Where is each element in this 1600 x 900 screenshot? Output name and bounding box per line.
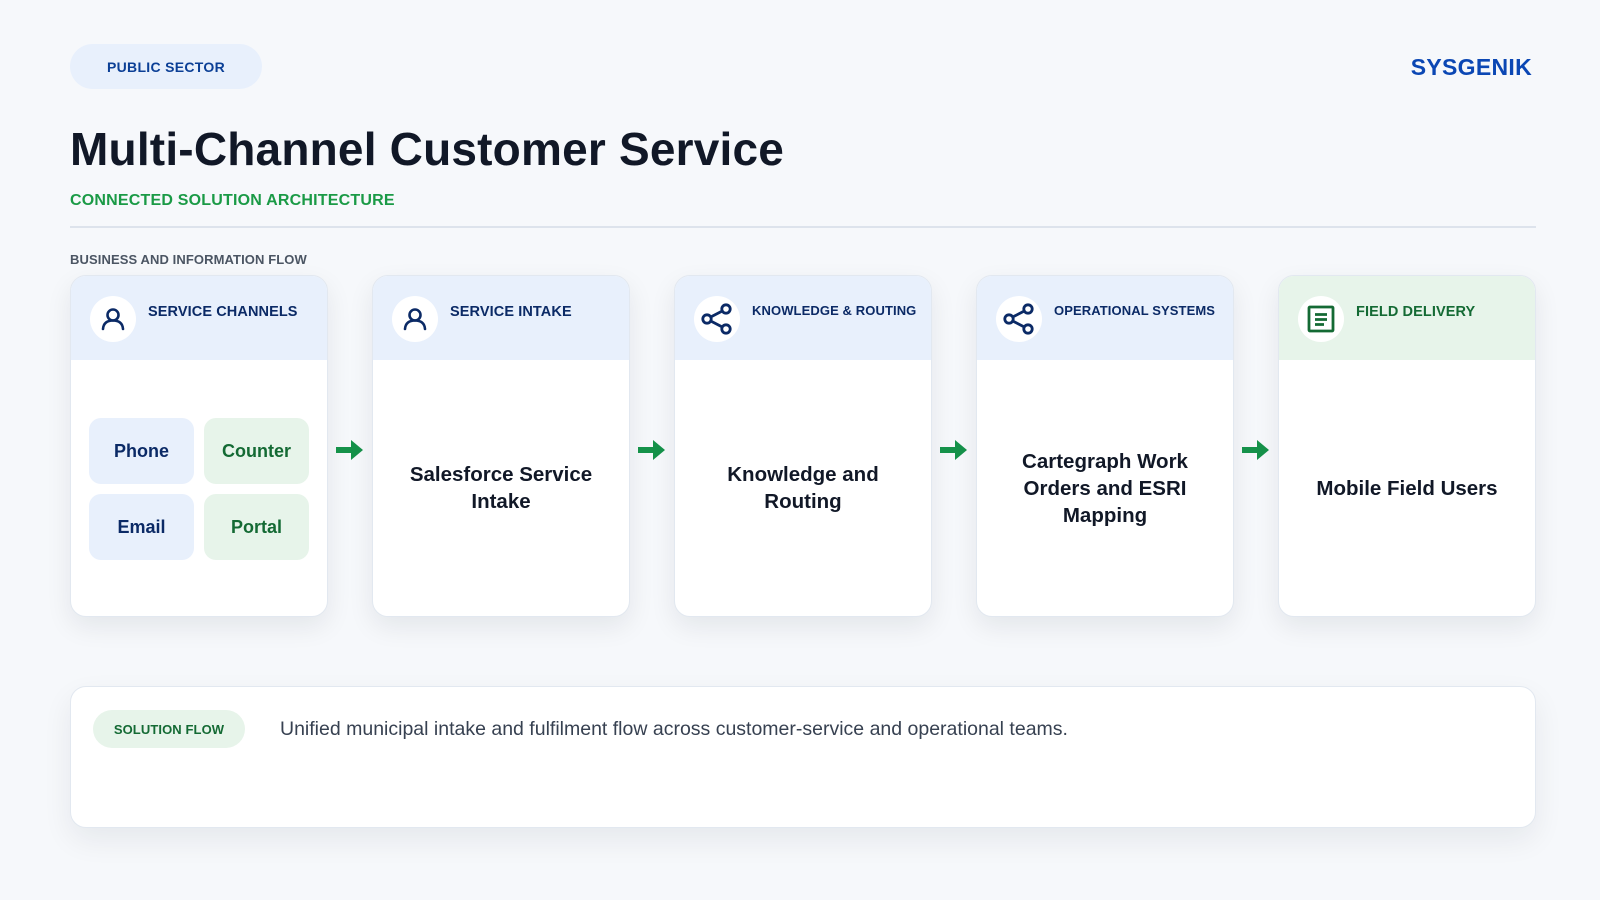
stage-header: OPERATIONAL SYSTEMS	[977, 276, 1233, 360]
user-icon	[392, 296, 438, 342]
stage-description: Cartegraph Work Orders and ESRI Mapping	[1022, 449, 1188, 527]
flow-arrow-icon	[1242, 440, 1269, 460]
stage-header: SERVICE INTAKE	[373, 276, 629, 360]
stage-header: KNOWLEDGE & ROUTING	[675, 276, 931, 360]
share-icon	[996, 296, 1042, 342]
section-label: BUSINESS AND INFORMATION FLOW	[70, 252, 307, 267]
stage-field-delivery: FIELD DELIVERY Mobile Field Users	[1278, 275, 1536, 617]
channel-counter: Counter	[204, 418, 309, 484]
stage-header: FIELD DELIVERY	[1279, 276, 1535, 360]
header-divider	[70, 226, 1536, 228]
stage-knowledge-routing: KNOWLEDGE & ROUTING Knowledge and Routin…	[674, 275, 932, 617]
stage-title: SERVICE INTAKE	[450, 304, 572, 320]
stage-description: Knowledge and Routing	[727, 463, 879, 513]
page-title: Multi-Channel Customer Service	[70, 123, 785, 175]
channel-portal: Portal	[204, 494, 309, 560]
stage-service-channels: SERVICE CHANNELS Phone Counter Email Por…	[70, 275, 328, 617]
stage-title: SERVICE CHANNELS	[148, 304, 298, 320]
solution-flow-text: Unified municipal intake and fulfilment …	[280, 718, 1068, 740]
stage-service-intake: SERVICE INTAKE Salesforce Service Intake	[372, 275, 630, 617]
flow-arrow-icon	[638, 440, 665, 460]
flow-arrow-icon	[940, 440, 967, 460]
channel-grid: Phone Counter Email Portal	[89, 418, 309, 560]
stage-header: SERVICE CHANNELS	[71, 276, 327, 360]
channel-email: Email	[89, 494, 194, 560]
stage-title: KNOWLEDGE & ROUTING	[752, 303, 917, 318]
solution-flow-panel: SOLUTION FLOW Unified municipal intake a…	[70, 686, 1536, 828]
brand-logo: SYSGENIK	[1410, 54, 1532, 80]
stage-title: FIELD DELIVERY	[1356, 304, 1476, 320]
channel-phone: Phone	[89, 418, 194, 484]
sector-badge: PUBLIC SECTOR	[70, 44, 262, 89]
stage-operational-systems: OPERATIONAL SYSTEMS Cartegraph Work Orde…	[976, 275, 1234, 617]
page-subtitle: CONNECTED SOLUTION ARCHITECTURE	[70, 192, 395, 209]
stage-description: Mobile Field Users	[1316, 476, 1498, 500]
document-icon	[1298, 296, 1344, 342]
solution-flow-badge: SOLUTION FLOW	[93, 710, 245, 748]
flow-arrow-icon	[336, 440, 363, 460]
stage-description: Salesforce Service Intake	[409, 463, 593, 513]
stage-title: OPERATIONAL SYSTEMS	[1054, 303, 1216, 318]
user-icon	[90, 296, 136, 342]
share-icon	[694, 296, 740, 342]
